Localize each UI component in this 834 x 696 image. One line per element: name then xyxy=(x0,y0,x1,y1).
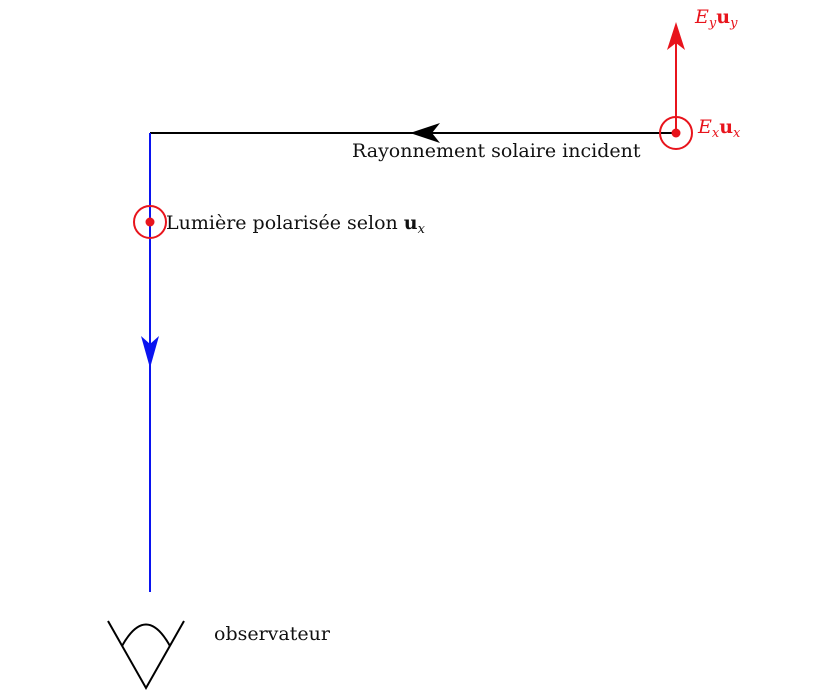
polarized-label-text: Lumière polarisée selon xyxy=(166,212,404,234)
ex-label-sub: x xyxy=(712,126,720,141)
ex-label-vector-sub: x xyxy=(733,126,741,141)
ey-label-sub: y xyxy=(708,16,717,31)
polarization-dot xyxy=(145,217,155,227)
observer-label: observateur xyxy=(214,623,331,645)
ey-arrowhead xyxy=(667,22,685,50)
ey-label-vector-sub: y xyxy=(729,16,738,31)
ey-label-vector: u xyxy=(716,6,730,28)
incident-label: Rayonnement solaire incident xyxy=(352,140,641,162)
polarized-label-sub: x xyxy=(418,222,426,237)
incident-arrowhead xyxy=(410,123,440,143)
ey-label: Eyuy xyxy=(694,6,738,31)
ex-label: Exux xyxy=(697,116,741,141)
polarization-symbol xyxy=(133,205,167,239)
ex-label-symbol: E xyxy=(697,116,712,138)
ey-label-symbol: E xyxy=(694,6,709,28)
ex-label-vector: u xyxy=(719,116,733,138)
ex-out-of-plane-symbol xyxy=(659,116,693,150)
observer-eye-lid xyxy=(121,623,171,647)
polarized-label-vector: u xyxy=(404,212,418,234)
ex-dot xyxy=(671,128,681,138)
polarized-label: Lumière polarisée selon ux xyxy=(166,212,426,237)
observer-eye-icon xyxy=(107,620,185,691)
polarized-arrowhead xyxy=(141,336,159,368)
